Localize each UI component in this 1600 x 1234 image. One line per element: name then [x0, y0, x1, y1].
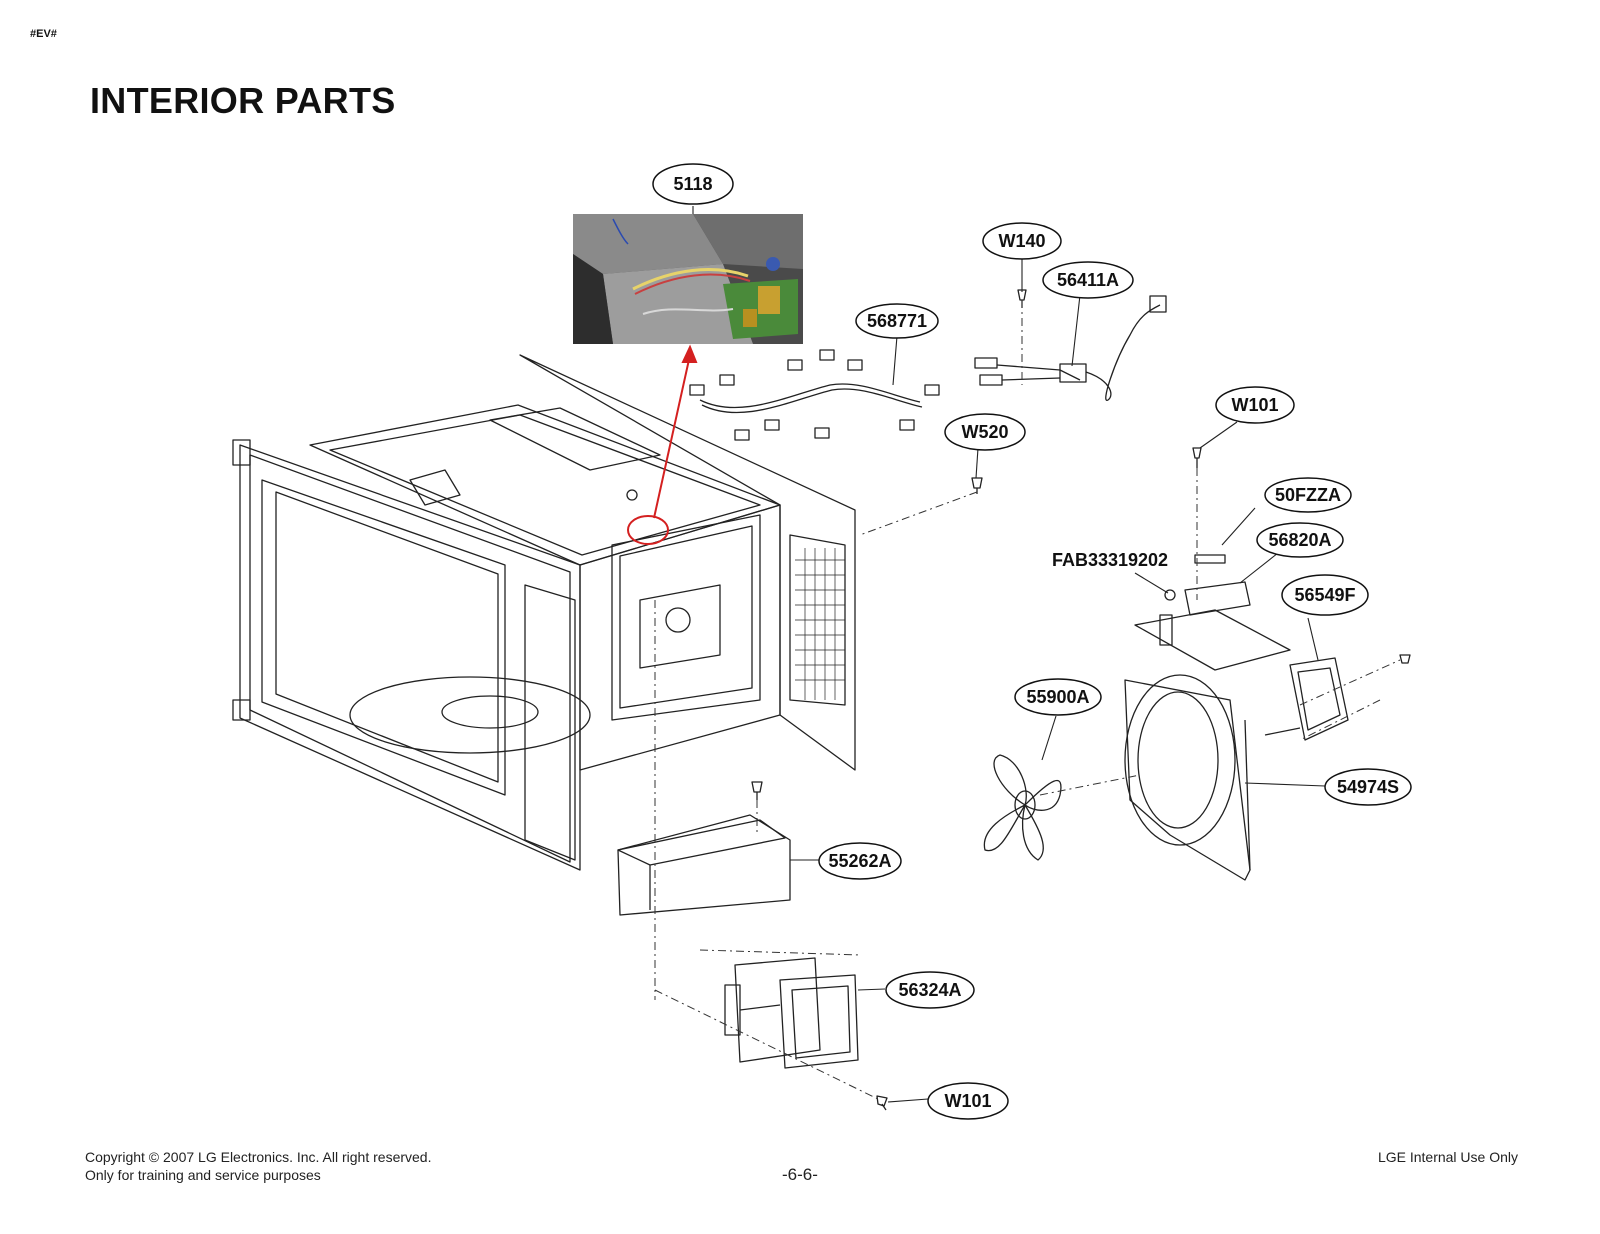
callout-w520: W520 [944, 413, 1026, 451]
footer-copyright: Copyright © 2007 LG Electronics. Inc. Al… [85, 1149, 432, 1165]
svg-text:56411A: 56411A [1057, 270, 1119, 290]
svg-text:55900A: 55900A [1026, 687, 1089, 707]
detail-photo-illustration [573, 214, 803, 344]
callout-56820a: 56820A [1256, 522, 1344, 558]
callout-w140: W140 [982, 222, 1062, 260]
svg-text:5118: 5118 [673, 174, 712, 194]
fan-blade [983, 754, 1062, 861]
callout-5118: 5118 [652, 163, 734, 205]
switch-assembly [1164, 554, 1251, 616]
svg-text:56549F: 56549F [1294, 585, 1355, 605]
svg-text:56324A: 56324A [898, 980, 961, 1000]
svg-text:55262A: 55262A [828, 851, 891, 871]
screws [751, 289, 1411, 1111]
callout-50fzza: 50FZZA [1264, 477, 1352, 513]
footer-training-note: Only for training and service purposes [85, 1167, 321, 1183]
callout-568771: 568771 [855, 303, 939, 339]
svg-text:W101: W101 [1231, 395, 1278, 415]
detail-highlight-circle [627, 515, 669, 545]
fan-motor [1264, 657, 1349, 741]
magnetron [724, 957, 859, 1069]
svg-text:50FZZA: 50FZZA [1275, 485, 1341, 505]
callout-55262a: 55262A [818, 842, 902, 880]
callout-54974s: 54974S [1324, 768, 1412, 806]
power-cord [974, 295, 1167, 401]
high-voltage-cover [617, 814, 791, 916]
footer-left: Copyright © 2007 LG Electronics. Inc. Al… [85, 1148, 431, 1184]
document-tag: #EV# [30, 28, 57, 40]
detail-photo [573, 214, 803, 344]
svg-text:568771: 568771 [867, 311, 927, 331]
svg-text:FAB33319202: FAB33319202 [1052, 550, 1168, 570]
cavity-assembly [232, 354, 856, 871]
callout-fab33319202: FAB33319202 [1052, 550, 1168, 570]
svg-text:54974S: 54974S [1337, 777, 1399, 797]
page-number: -6-6- [782, 1165, 818, 1184]
callout-56411a: 56411A [1042, 261, 1134, 299]
callout-56549f: 56549F [1281, 574, 1369, 616]
svg-text:56820A: 56820A [1268, 530, 1331, 550]
page-title: INTERIOR PARTS [90, 80, 396, 121]
wire-harness [689, 349, 940, 441]
svg-text:W140: W140 [998, 231, 1045, 251]
callout-w101-bottom: W101 [927, 1082, 1009, 1120]
callout-55900a: 55900A [1014, 678, 1102, 716]
callout-56324a: 56324A [885, 971, 975, 1009]
svg-text:W101: W101 [944, 1091, 991, 1111]
fan-duct-bracket [1124, 609, 1291, 881]
callout-w101-top: W101 [1215, 386, 1295, 424]
footer-internal-note: LGE Internal Use Only [1377, 1149, 1518, 1165]
svg-text:W520: W520 [961, 422, 1008, 442]
